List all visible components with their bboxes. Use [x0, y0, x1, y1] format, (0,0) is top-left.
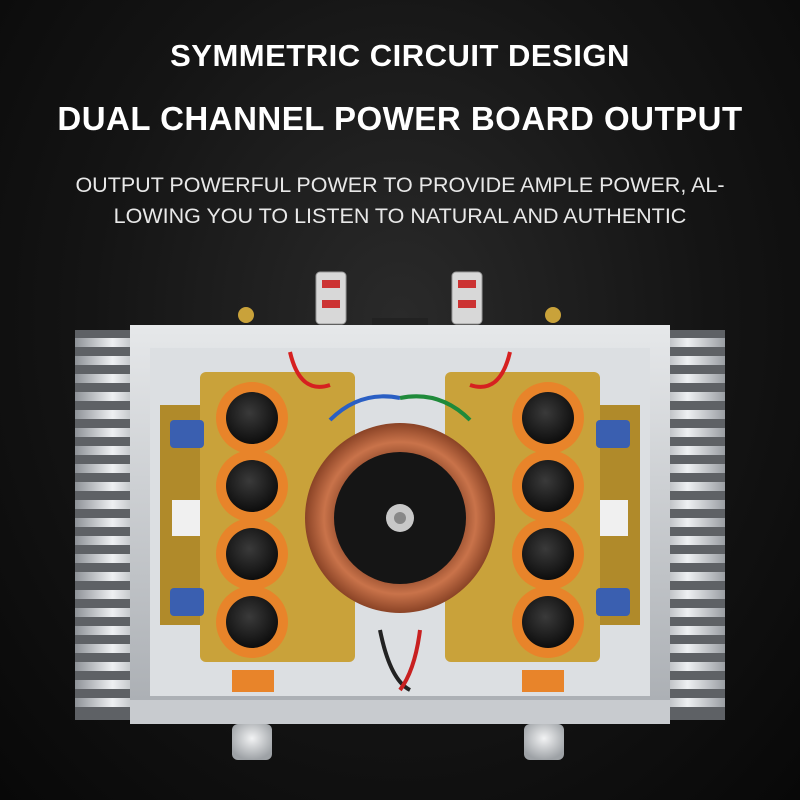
amplifier-photo: [75, 271, 725, 760]
right-capacitors: [512, 382, 584, 658]
front-knobs: [232, 724, 564, 760]
description-text: OUTPUT POWERFUL POWER TO PROVIDE AMPLE P…: [60, 170, 740, 232]
headline-primary: SYMMETRIC CIRCUIT DESIGN: [170, 38, 630, 73]
wiring: [288, 351, 512, 692]
rear-connectors: [238, 271, 561, 332]
terminal-blocks: [232, 670, 564, 692]
left-capacitors: [216, 382, 288, 658]
description-line-2: LOWING YOU TO LISTEN TO NATURAL AND AUTH…: [113, 204, 687, 228]
headline-secondary: DUAL CHANNEL POWER BOARD OUTPUT: [57, 100, 743, 137]
toroidal-transformer: [305, 423, 495, 613]
description-line-1: OUTPUT POWERFUL POWER TO PROVIDE AMPLE P…: [75, 173, 725, 197]
